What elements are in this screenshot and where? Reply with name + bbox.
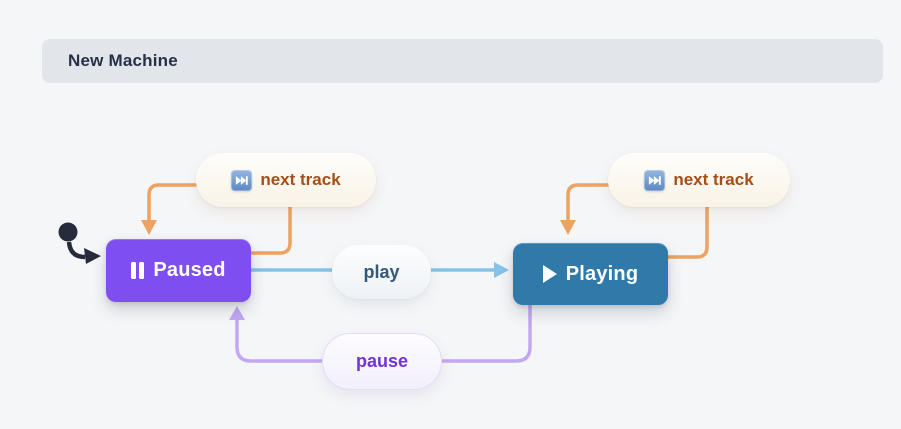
- initial-state-tail: [66, 241, 86, 260]
- state-label: Paused: [153, 259, 226, 281]
- pause-icon: [131, 262, 145, 279]
- edge-next-track-playing: [560, 183, 709, 259]
- event-label: play: [363, 261, 400, 282]
- next-track-icon: [644, 169, 666, 191]
- event-play[interactable]: play: [332, 245, 431, 299]
- edge-next-track-playing-arrowhead: [560, 220, 576, 235]
- event-pause[interactable]: pause: [322, 333, 442, 390]
- machine-title: New Machine: [68, 51, 178, 70]
- edge-next-track-paused-arrowhead: [141, 220, 157, 235]
- edge-next-track-paused-target: [147, 183, 198, 223]
- next-track-icon: [231, 169, 253, 191]
- edge-next-track-playing-target: [566, 183, 610, 223]
- state-paused[interactable]: Paused: [106, 239, 251, 302]
- state-playing[interactable]: Playing: [513, 243, 668, 305]
- initial-state-arrow: [58, 222, 101, 264]
- state-label: Playing: [565, 262, 639, 285]
- edge-pause-arrowhead: [229, 306, 245, 320]
- event-label: next track: [673, 170, 754, 189]
- initial-state-dot: [58, 222, 78, 242]
- event-label: pause: [355, 351, 409, 371]
- edge-next-track-playing-source: [666, 205, 709, 259]
- event-label: next track: [260, 170, 341, 189]
- edge-next-track-paused: [141, 183, 292, 255]
- play-icon: [542, 265, 557, 283]
- initial-state-arrowhead: [84, 248, 101, 264]
- event-next-track-paused[interactable]: next track: [196, 153, 376, 207]
- edge-next-track-paused-source: [249, 205, 292, 255]
- event-next-track-playing[interactable]: next track: [608, 153, 790, 207]
- machine-header[interactable]: New Machine: [42, 39, 883, 83]
- edge-play-arrowhead: [494, 262, 509, 278]
